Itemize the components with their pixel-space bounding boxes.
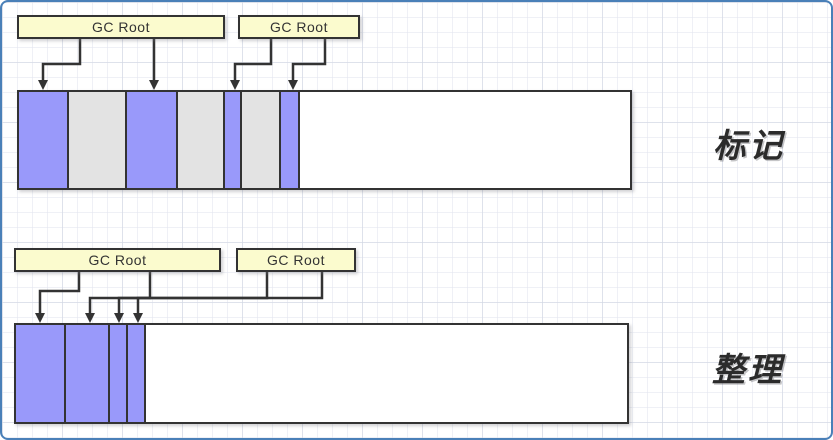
heap-segment-live [281, 92, 300, 188]
heap-segment-free [146, 325, 627, 422]
heap-segment-garbage [178, 92, 225, 188]
heap-bar-compact [14, 323, 629, 424]
gc-root-label: GC Root [270, 19, 328, 35]
gc-root-box: GC Root [14, 248, 221, 272]
gc-root-box: GC Root [17, 15, 225, 39]
heap-segment-live [110, 325, 128, 422]
heap-bar-mark [17, 90, 632, 190]
heap-segment-live [128, 325, 146, 422]
heap-segment-live [66, 325, 110, 422]
gc-root-label: GC Root [267, 252, 325, 268]
heap-segment-live [127, 92, 178, 188]
gc-root-label: GC Root [92, 19, 150, 35]
section-label-mark: 标记 [713, 127, 785, 164]
section-label-compact: 整理 [712, 351, 784, 388]
heap-segment-live [225, 92, 242, 188]
heap-segment-garbage [242, 92, 281, 188]
gc-root-label: GC Root [88, 252, 147, 268]
gc-root-box: GC Root [236, 248, 356, 272]
heap-segment-free [300, 92, 630, 188]
heap-segment-live [19, 92, 69, 188]
heap-segment-live [16, 325, 66, 422]
heap-segment-garbage [69, 92, 127, 188]
gc-root-box: GC Root [238, 15, 360, 39]
